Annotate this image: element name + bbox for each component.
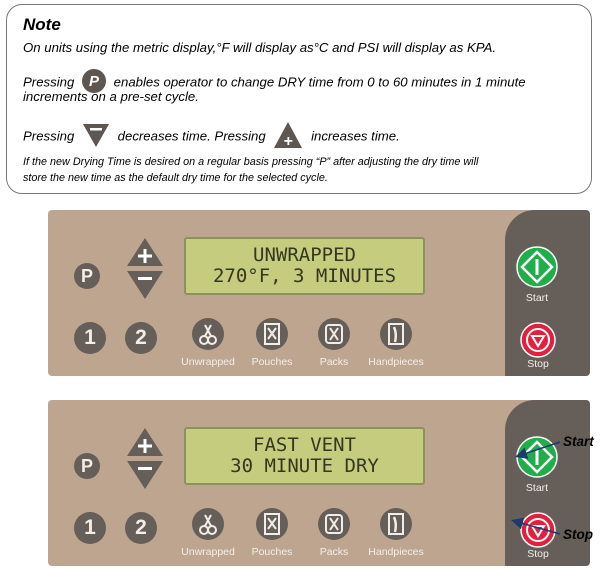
pressing-p-line: Pressing P enables operator to change DR…: [23, 69, 526, 97]
stop-callout: Stop: [563, 527, 593, 542]
pouch-icon: [264, 513, 280, 535]
packs-label: Packs: [319, 356, 349, 368]
up-triangle-icon: +: [273, 121, 303, 153]
minus-button[interactable]: [126, 460, 164, 490]
p-button[interactable]: P: [74, 263, 100, 289]
start-callout: Start: [563, 434, 594, 449]
stop-label: Stop: [527, 548, 549, 560]
control-panel-2: P FAST VENT 30 MINUTE DRY 1 2 Unwrapped …: [48, 400, 590, 566]
down-triangle-icon: [82, 122, 110, 152]
handpiece-icon: [388, 513, 404, 535]
cycle-1-button[interactable]: 1: [74, 512, 106, 544]
cycle-2-button[interactable]: 2: [125, 322, 157, 354]
start-callout-arrow: [515, 441, 561, 459]
start-label: Start: [525, 482, 549, 494]
handpieces-button[interactable]: [380, 508, 412, 540]
svg-text:+: +: [284, 133, 293, 149]
handpiece-icon: [388, 323, 404, 345]
unwrapped-label: Unwrapped: [181, 546, 235, 558]
scissors-icon: [199, 324, 217, 345]
pouches-label: Pouches: [251, 356, 293, 368]
pressing-plus-desc: increases time.: [311, 128, 400, 144]
pressing-label: Pressing: [23, 74, 75, 90]
lcd-line2: 30 MINUTE DRY: [230, 455, 379, 477]
pressing-p-cont: increments on a pre-set cycle.: [23, 89, 199, 104]
packs-button[interactable]: [318, 508, 350, 540]
pressing-minus-desc: decreases time. Pressing: [117, 128, 266, 144]
pouches-label: Pouches: [251, 546, 293, 558]
stop-callout-arrow: [511, 517, 561, 535]
unwrapped-label: Unwrapped: [181, 356, 235, 368]
lcd-line1: FAST VENT: [253, 434, 356, 456]
packs-label: Packs: [319, 546, 349, 558]
note-title: Note: [23, 15, 61, 34]
default-time-line1: If the new Drying Time is desired on a r…: [23, 156, 479, 168]
lcd-line1: UNWRAPPED: [253, 244, 356, 266]
pressing-label: Pressing: [23, 128, 75, 144]
minus-button[interactable]: [126, 270, 164, 300]
start-button[interactable]: [516, 246, 558, 288]
stop-button[interactable]: [520, 512, 556, 548]
default-time-line2: store the new time as the default dry ti…: [23, 172, 328, 184]
pack-icon: [325, 324, 343, 344]
unwrapped-button[interactable]: [192, 318, 224, 350]
lcd-line2: 270°F, 3 MINUTES: [212, 265, 397, 287]
handpieces-button[interactable]: [380, 318, 412, 350]
metric-display-note: On units using the metric display,°F wil…: [23, 40, 497, 55]
scissors-icon: [199, 514, 217, 535]
pressing-minus-plus-line: Pressing decreases time. Pressing + incr…: [23, 121, 400, 153]
p-button[interactable]: P: [74, 453, 100, 479]
svg-text:P: P: [89, 73, 100, 90]
plus-button[interactable]: [126, 237, 164, 267]
pouches-button[interactable]: [256, 508, 288, 540]
handpieces-label: Handpieces: [368, 546, 424, 558]
pack-icon: [325, 514, 343, 534]
control-panel-1: P UNWRAPPED 270°F, 3 MINUTES 1 2 Unwrapp…: [48, 210, 590, 376]
stop-label: Stop: [527, 358, 549, 370]
lcd-display: UNWRAPPED 270°F, 3 MINUTES: [184, 237, 425, 295]
handpieces-label: Handpieces: [368, 356, 424, 368]
cycle-1-button[interactable]: 1: [74, 322, 106, 354]
cycle-2-button[interactable]: 2: [125, 512, 157, 544]
plus-button[interactable]: [126, 427, 164, 457]
start-label: Start: [525, 292, 549, 304]
lcd-display: FAST VENT 30 MINUTE DRY: [184, 427, 425, 485]
stop-button[interactable]: [520, 322, 556, 358]
unwrapped-button[interactable]: [192, 508, 224, 540]
pouches-button[interactable]: [256, 318, 288, 350]
note-box: Note On units using the metric display,°…: [6, 4, 592, 194]
pouch-icon: [264, 323, 280, 345]
packs-button[interactable]: [318, 318, 350, 350]
p-button-icon: P: [81, 69, 106, 97]
pressing-p-desc: enables operator to change DRY time from…: [113, 74, 526, 90]
